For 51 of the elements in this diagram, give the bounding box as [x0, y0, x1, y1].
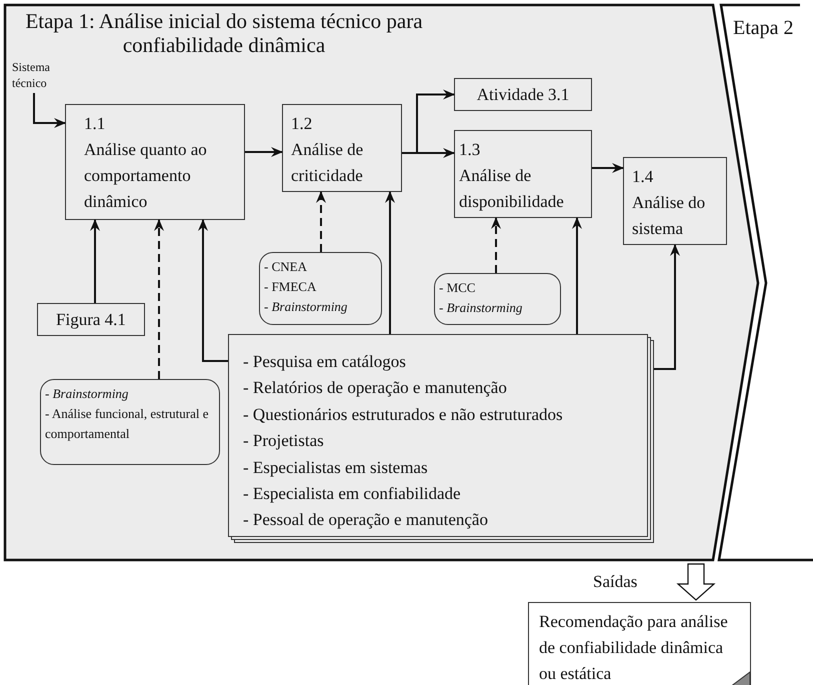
source-item: - Questionários estruturados e não estruturados: [243, 404, 564, 426]
arrow: [245, 147, 283, 157]
stage-title: Etapa 1: Análise inicial do sistema técnico para confiabilidade dinâmica: [24, 9, 424, 57]
source-item: - Especialistas em sistemas: [243, 456, 429, 479]
arrow: [402, 148, 455, 158]
source-item: - Pesquisa em catálogos: [243, 351, 407, 373]
step-title: Análise de criticidade: [291, 139, 364, 187]
process-box: [282, 104, 402, 192]
method-item: - CNEA: [264, 258, 308, 276]
method-box: [434, 273, 561, 325]
method-item: - Brainstorming: [264, 298, 348, 316]
method-item: - Brainstorming: [45, 385, 130, 403]
arrow: [90, 219, 100, 303]
arrow: [33, 93, 66, 128]
source-item: - Projetistas: [243, 430, 325, 452]
output-arrow: [676, 563, 716, 601]
document-shape: [528, 602, 751, 685]
arrow: [592, 163, 624, 173]
step-number: 1.2: [291, 113, 314, 135]
method-box: [259, 252, 382, 325]
process-box: [37, 303, 145, 336]
step-number: 1.3: [459, 139, 482, 161]
arrow: [154, 219, 164, 379]
process-box: [454, 78, 592, 111]
arrow: [385, 191, 395, 334]
arrow: [572, 217, 582, 334]
method-item: - FMECA: [264, 278, 318, 296]
input-label: Sistema técnico: [12, 59, 76, 92]
step-title: Análise quanto ao comportamento dinâmico: [84, 139, 208, 213]
step-number: 1.1: [84, 113, 106, 135]
process-box: [623, 157, 727, 245]
process-box: [454, 130, 592, 218]
arrow: [316, 191, 326, 252]
arrow: [654, 244, 680, 370]
stage-title: Etapa 2: [733, 17, 794, 40]
process-box: [65, 104, 245, 220]
box-text: Figura 4.1: [56, 310, 126, 330]
source-item: - Pessoal de operação e manutenção: [243, 509, 489, 532]
source-item: - Relatórios de operação e manutenção: [243, 377, 508, 400]
method-item: - MCC: [439, 279, 476, 297]
step-title: Análise de disponibilidade: [459, 165, 565, 213]
method-item: - Brainstorming: [439, 299, 524, 317]
step-number: 1.4: [632, 166, 654, 188]
method-item: - Análise funcional, estrutural e comportamental: [45, 405, 210, 443]
arrow: [491, 217, 501, 273]
step-title: Análise do sistema: [632, 192, 706, 240]
box-text: Atividade 3.1: [476, 84, 570, 104]
output-text: Recomendação para análise de confiabilidade dinâmica ou estática: [539, 611, 729, 685]
method-box: [40, 379, 220, 465]
source-item: - Especialista em confiabilidade: [243, 483, 462, 506]
arrow: [198, 219, 228, 362]
